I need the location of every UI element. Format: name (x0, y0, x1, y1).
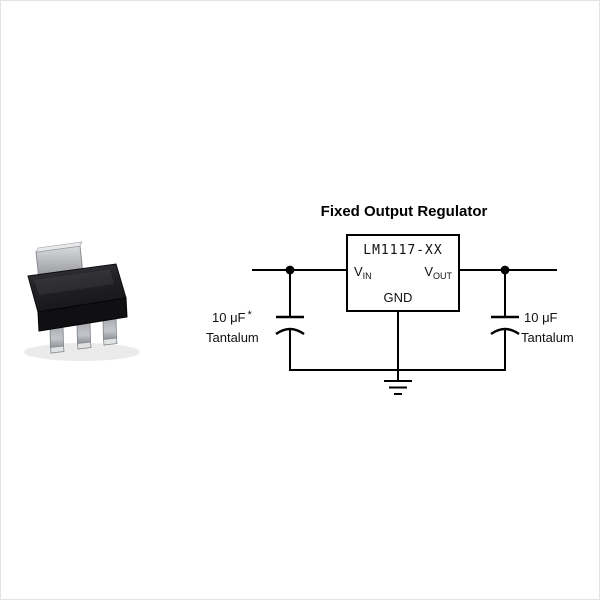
pin-vout-subscript: OUT (433, 271, 453, 281)
ic-package-leads (49, 317, 118, 354)
ic-package-tab-edge (35, 241, 83, 253)
pin-vin-subscript: IN (363, 271, 372, 281)
capacitor-output-symbol (490, 315, 520, 335)
pin-vin-letter: V (354, 264, 363, 279)
diagram-title: Fixed Output Regulator (321, 203, 488, 220)
pin-vout-letter: V (424, 264, 433, 279)
capacitor-output-type: Tantalum (521, 330, 574, 345)
schematic: LM1117-XX VIN VOUT GND 10 μF* Tantalum 1… (206, 234, 574, 395)
junction-dot-input (285, 265, 295, 275)
component-photo (24, 241, 140, 361)
capacitor-input-symbol (275, 315, 305, 335)
capacitor-input-value: 10 μF* (212, 309, 253, 325)
ground-symbol-icon (384, 380, 412, 395)
regulator-ic-box (346, 234, 460, 312)
pin-label-vout: VOUT (424, 264, 452, 281)
pin-label-gnd: GND (384, 290, 413, 305)
pin-label-vin: VIN (354, 264, 372, 281)
ic-package-body-highlight (34, 269, 114, 295)
package-lead-foot (50, 345, 65, 354)
capacitor-input-note-marker: * (248, 309, 253, 321)
package-lead-foot (103, 337, 118, 346)
capacitor-output-value: 10 μF (524, 310, 558, 325)
capacitor-input-value-text: 10 μF (212, 310, 246, 325)
capacitor-input-type: Tantalum (206, 330, 259, 345)
ic-package-body-front (37, 297, 128, 332)
junction-dot-output (500, 265, 510, 275)
package-lead-foot (77, 341, 92, 350)
ic-part-number: LM1117-XX (363, 243, 442, 258)
